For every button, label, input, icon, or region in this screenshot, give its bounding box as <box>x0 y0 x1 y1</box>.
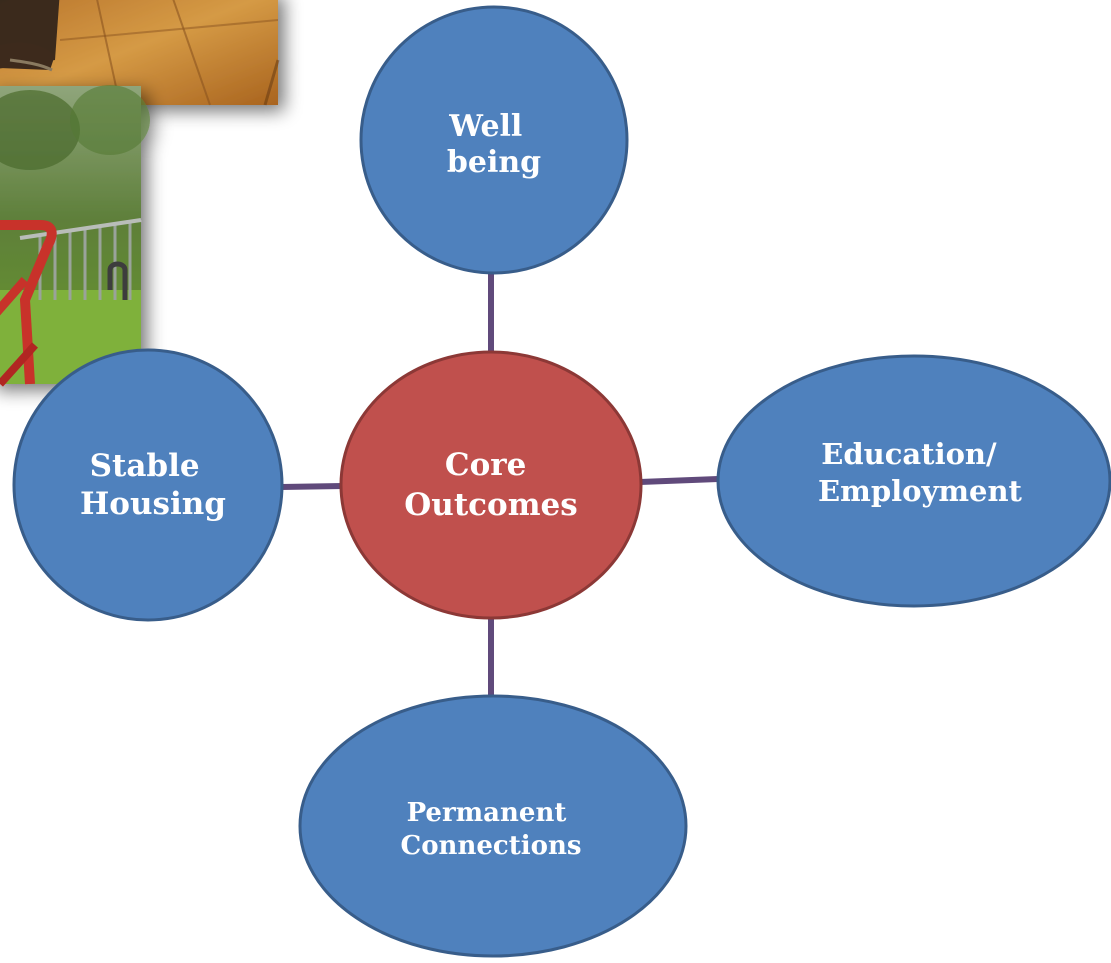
node-core-outcomes-shape <box>339 350 643 620</box>
node-permanent-connections: Permanent Connections <box>298 694 688 958</box>
node-well-being-line-2: being <box>447 145 541 180</box>
svg-text:Stable Housing: Stable Housing <box>80 448 226 522</box>
svg-text:Permanent Connections: Permanent Connections <box>401 798 582 861</box>
connectors <box>280 272 719 696</box>
node-permanent-connections-line-2: Connections <box>401 831 582 861</box>
node-core-outcomes: Core Outcomes <box>339 350 643 620</box>
node-stable-housing-shape <box>12 348 284 622</box>
node-well-being-line-1: Well <box>448 109 522 144</box>
svg-text:Education/ Employment: Education/ Employment <box>818 437 1022 508</box>
node-education-employment-shape <box>716 354 1111 608</box>
node-permanent-connections-line-1: Permanent <box>407 798 567 828</box>
playground-railing-photo <box>0 85 150 387</box>
node-core-outcomes-line-1: Core <box>445 447 526 483</box>
node-permanent-connections-shape <box>298 694 688 958</box>
node-stable-housing-line-1: Stable <box>90 448 200 484</box>
node-core-outcomes-line-2: Outcomes <box>404 487 577 523</box>
connector-stable-housing <box>280 483 344 490</box>
node-education-employment-line-2: Employment <box>818 474 1022 508</box>
node-well-being: Well being <box>359 5 629 275</box>
node-education-employment-line-1: Education/ <box>821 437 997 471</box>
node-stable-housing: Stable Housing <box>12 348 284 622</box>
svg-text:Core Outcomes: Core Outcomes <box>404 447 577 523</box>
node-education-employment: Education/ Employment <box>716 354 1111 608</box>
connector-education-employment <box>639 476 719 485</box>
node-well-being-shape <box>359 5 629 275</box>
svg-text:Well being: Well being <box>447 109 541 180</box>
node-stable-housing-line-2: Housing <box>80 486 226 522</box>
